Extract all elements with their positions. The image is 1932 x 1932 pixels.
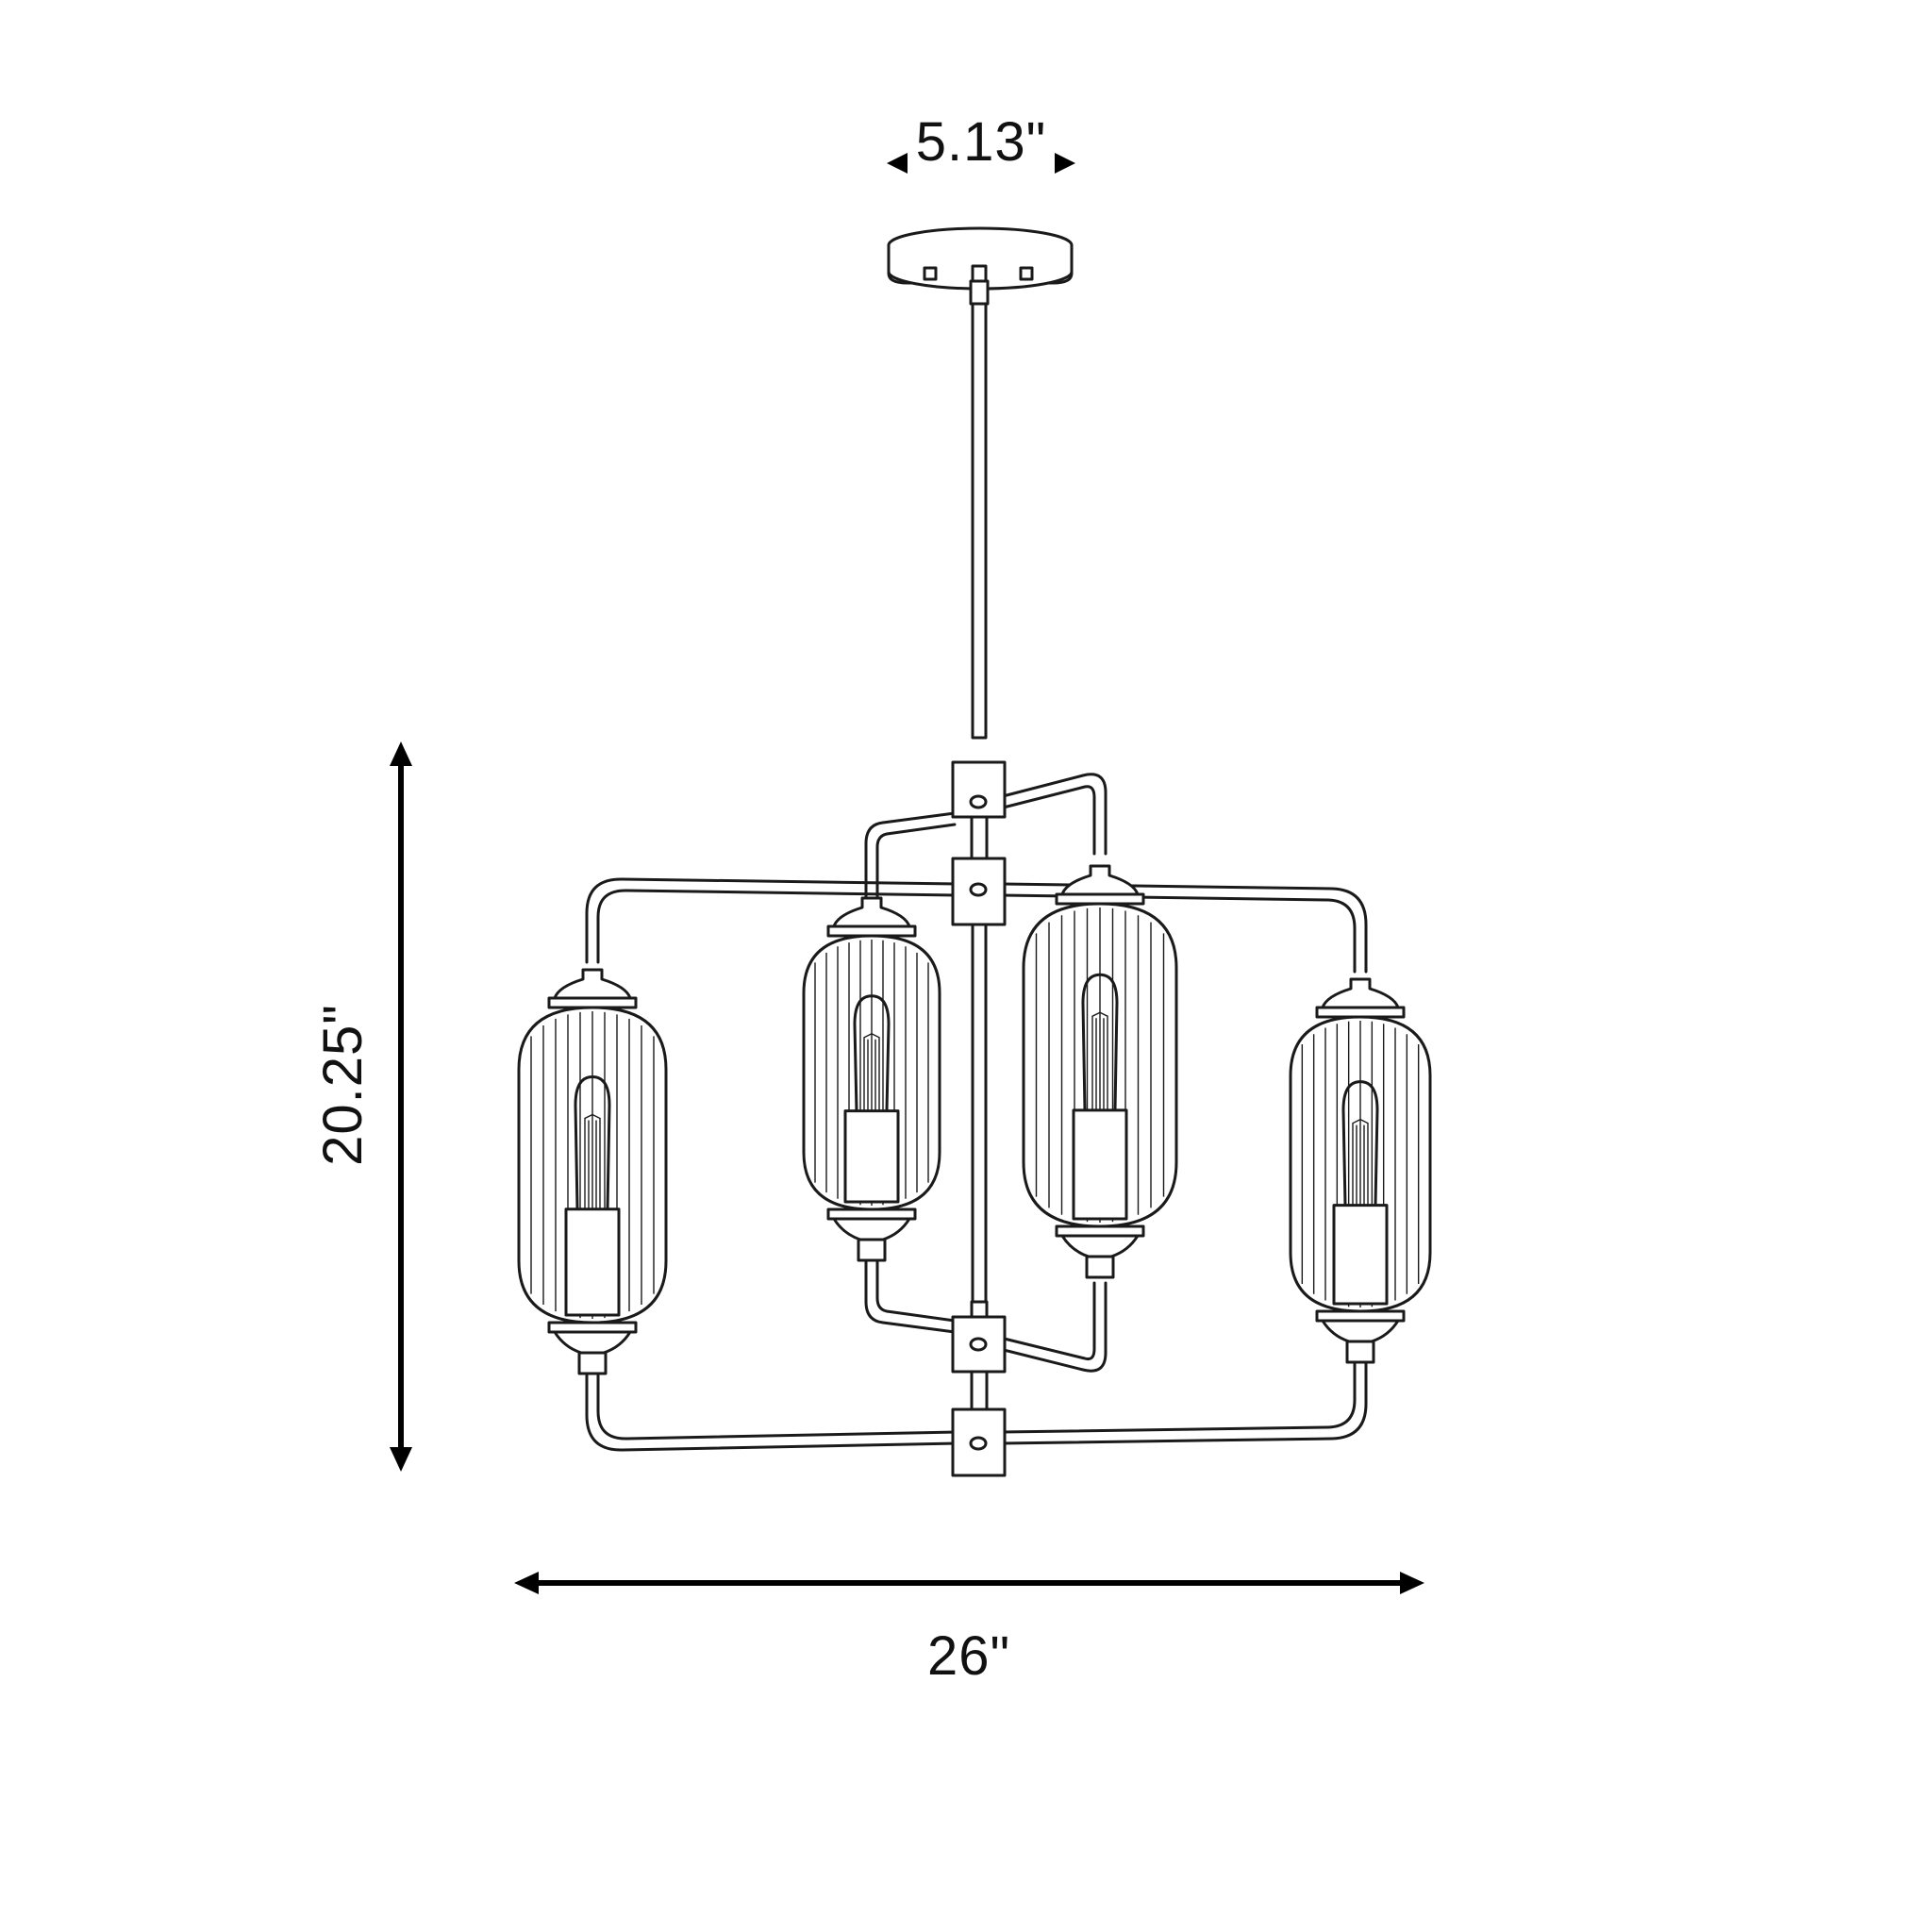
down-rod	[971, 302, 988, 740]
height-label: 20.25"	[312, 1004, 374, 1166]
inner-upper-arm	[979, 773, 1108, 856]
inner-lower-arm	[979, 1281, 1108, 1373]
outer-upper-arm	[585, 877, 959, 964]
height-dimension: 20.25"	[312, 741, 412, 1472]
outer-lower-arm	[585, 1357, 959, 1452]
height-arrow-bottom-icon	[390, 1447, 412, 1472]
canopy-arrow-right-icon	[1055, 153, 1075, 174]
width-arrow-right-icon	[1400, 1572, 1424, 1594]
ceiling-canopy	[887, 226, 1074, 306]
shade-inner-right	[1022, 864, 1178, 1279]
height-arrow-top-icon	[390, 741, 412, 766]
shade-group	[517, 864, 1432, 1375]
shade-outer-left	[517, 968, 668, 1375]
center-stem	[971, 923, 988, 1315]
width-arrow-left-icon	[514, 1572, 539, 1594]
canopy-width-dimension: 5.13"	[887, 111, 1075, 174]
canopy-width-label: 5.13"	[916, 111, 1046, 173]
width-dimension: 26"	[514, 1572, 1424, 1687]
canopy-arrow-left-icon	[887, 153, 908, 174]
canopy-screw-right-icon	[1019, 266, 1034, 281]
shade-inner-left	[802, 896, 941, 1262]
chandelier-fixture	[517, 226, 1432, 1477]
shade-outer-right	[1289, 977, 1432, 1364]
width-label: 26"	[927, 1625, 1010, 1687]
canopy-screw-left-icon	[923, 266, 938, 281]
